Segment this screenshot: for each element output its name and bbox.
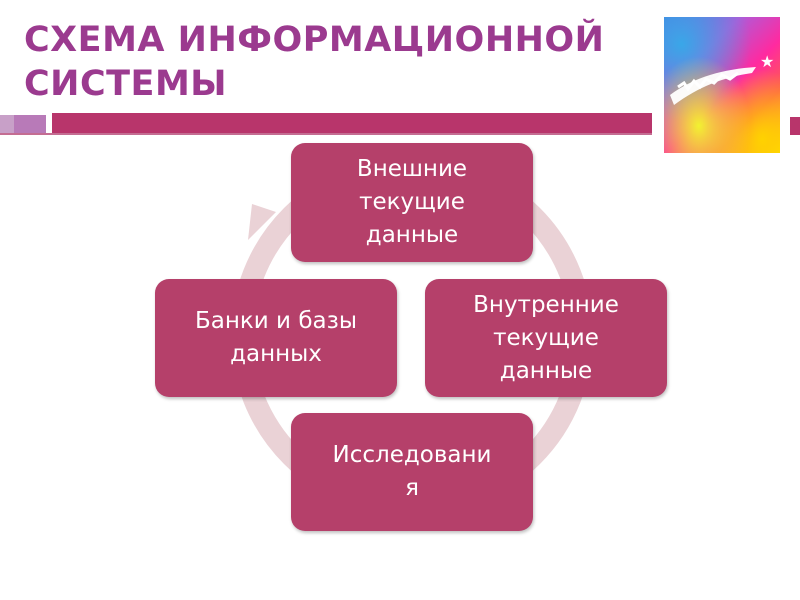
- node-banks-line-1: Банки и базы: [195, 308, 357, 334]
- slide-title-line-1: СХЕМА ИНФОРМАЦИОННОЙ: [24, 20, 605, 60]
- header-bar-main: [52, 113, 652, 133]
- node-internal-line-2: текущие: [493, 324, 599, 351]
- logo-swoosh-icon: [670, 67, 756, 105]
- header-bar-underline: [0, 133, 652, 135]
- node-external-line-1: Внешние: [356, 156, 468, 182]
- node-banks-line-2: данных: [230, 341, 322, 367]
- node-external-line-3: данные: [365, 222, 459, 248]
- node-internal-line-3: данные: [499, 357, 593, 384]
- header-bar-left-purple: [14, 115, 46, 133]
- slide-title: СХЕМА ИНФОРМАЦИОННОЙ СИСТЕМЫ: [24, 18, 644, 106]
- cycle-arrowhead-icon: [248, 204, 276, 240]
- header-bar-right: [790, 117, 800, 135]
- node-research: Исследовани я: [291, 413, 533, 531]
- node-research-line-2: я: [405, 475, 419, 501]
- colorful-star-logo-icon: ★: [664, 17, 780, 153]
- node-banks-databases: Банки и базы данных: [155, 279, 397, 397]
- node-internal-line-1: Внутренние: [473, 291, 619, 318]
- node-research-line-1: Исследовани: [332, 442, 492, 468]
- header-bar-left-lilac: [0, 115, 14, 133]
- node-external-data: Внешние текущие данные: [291, 143, 533, 262]
- slide-title-line-2: СИСТЕМЫ: [24, 64, 228, 104]
- logo-star-icon: ★: [760, 52, 775, 71]
- node-external-line-2: текущие: [359, 189, 465, 215]
- node-internal-data: Внутренние текущие данные: [425, 279, 667, 397]
